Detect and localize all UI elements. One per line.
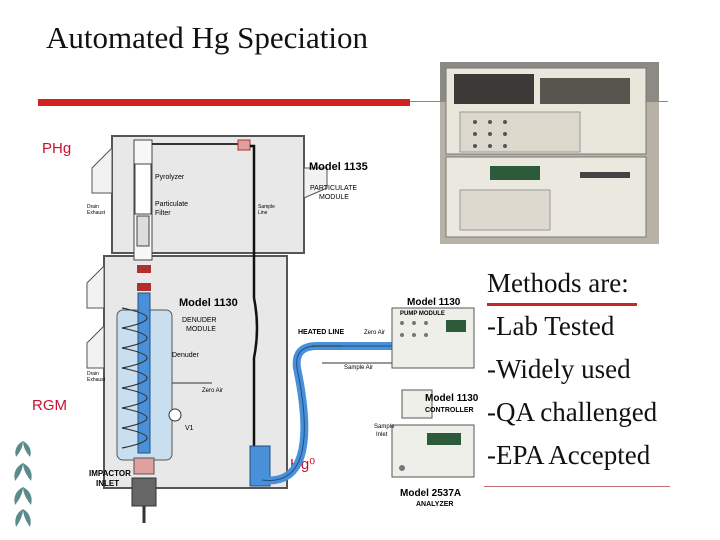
model-2537a-label: Model 2537A xyxy=(400,488,461,499)
slide-title: Automated Hg Speciation xyxy=(46,20,368,55)
method-qa-challenged: -QA challenged xyxy=(487,397,658,427)
v1-valve xyxy=(168,408,182,422)
drain-bottom-label-1: Drain xyxy=(87,371,99,377)
denuder-module-label-1: DENUDER xyxy=(182,317,217,324)
methods-list: Methods are: -Lab Tested -Widely used -Q… xyxy=(487,262,657,477)
model-1135-label: Model 1135 xyxy=(309,161,368,173)
drain-top-label-1: Drain xyxy=(87,204,99,210)
v1-label: V1 xyxy=(185,425,194,432)
impactor-label-2: INLET xyxy=(96,479,119,488)
controller-module xyxy=(401,389,433,419)
leaf-ornament-icon xyxy=(14,441,32,527)
zero-air-mid-label: Zero Air xyxy=(202,388,223,394)
impactor-label-1: IMPACTOR xyxy=(89,469,131,478)
methods-bottom-rule xyxy=(484,486,670,487)
drain-bottom-label-2: Exhaust xyxy=(87,377,106,383)
sample-inlet-label-2: Inlet xyxy=(376,432,388,438)
left-bracket-low xyxy=(86,324,105,369)
denuder-label: Denuder xyxy=(172,352,200,359)
speciation-schematic: Model 1135 PARTICULATE MODULE Model 1130… xyxy=(86,135,479,523)
model-1130-denuder-label: Model 1130 xyxy=(179,297,238,309)
heater-coil xyxy=(121,307,148,449)
impactor xyxy=(131,477,157,507)
filter-label-2: Filter xyxy=(155,210,171,217)
sample-air-label: Sample Air xyxy=(344,365,373,371)
phg-label: PHg xyxy=(42,140,72,157)
pump-module xyxy=(391,307,475,369)
method-epa-accepted: -EPA Accepted xyxy=(487,440,651,470)
particulate-label-2: MODULE xyxy=(319,194,349,201)
sample-line xyxy=(250,144,256,298)
zero-air-top-label: Zero Air xyxy=(364,330,385,336)
analyzer-label: ANALYZER xyxy=(416,501,453,508)
heated-line-label: HEATED LINE xyxy=(298,329,344,336)
method-lab-tested: -Lab Tested xyxy=(487,311,615,341)
methods-heading: Methods are: xyxy=(487,268,629,298)
denuder-module-label-2: MODULE xyxy=(186,326,216,333)
particulate-label-1: PARTICULATE xyxy=(310,185,357,192)
method-widely-used: -Widely used xyxy=(487,354,631,384)
drain-top-label-2: Exhaust xyxy=(87,210,106,216)
pyrolyzer-label: Pyrolyzer xyxy=(155,174,185,181)
rgm-label: RGM xyxy=(32,397,67,414)
sample-line-label-2: Line xyxy=(258,210,268,216)
model-1130-controller-label: Model 1130 xyxy=(425,393,479,404)
controller-label: CONTROLLER xyxy=(425,407,474,414)
model-1130-pump-label: Model 1130 xyxy=(407,297,461,308)
filter-label-1: Particulate xyxy=(155,201,188,208)
methods-underline xyxy=(487,303,637,306)
pump-module-label: PUMP MODULE xyxy=(400,311,445,317)
left-bracket-top xyxy=(91,146,113,194)
left-bracket-mid xyxy=(86,264,105,309)
particulate-housing xyxy=(111,135,305,254)
instrument-photo xyxy=(440,62,659,244)
sample-inlet-label-1: Sample xyxy=(374,424,395,430)
sample-line-label-1: Sample xyxy=(258,204,275,210)
title-underline xyxy=(38,99,410,106)
